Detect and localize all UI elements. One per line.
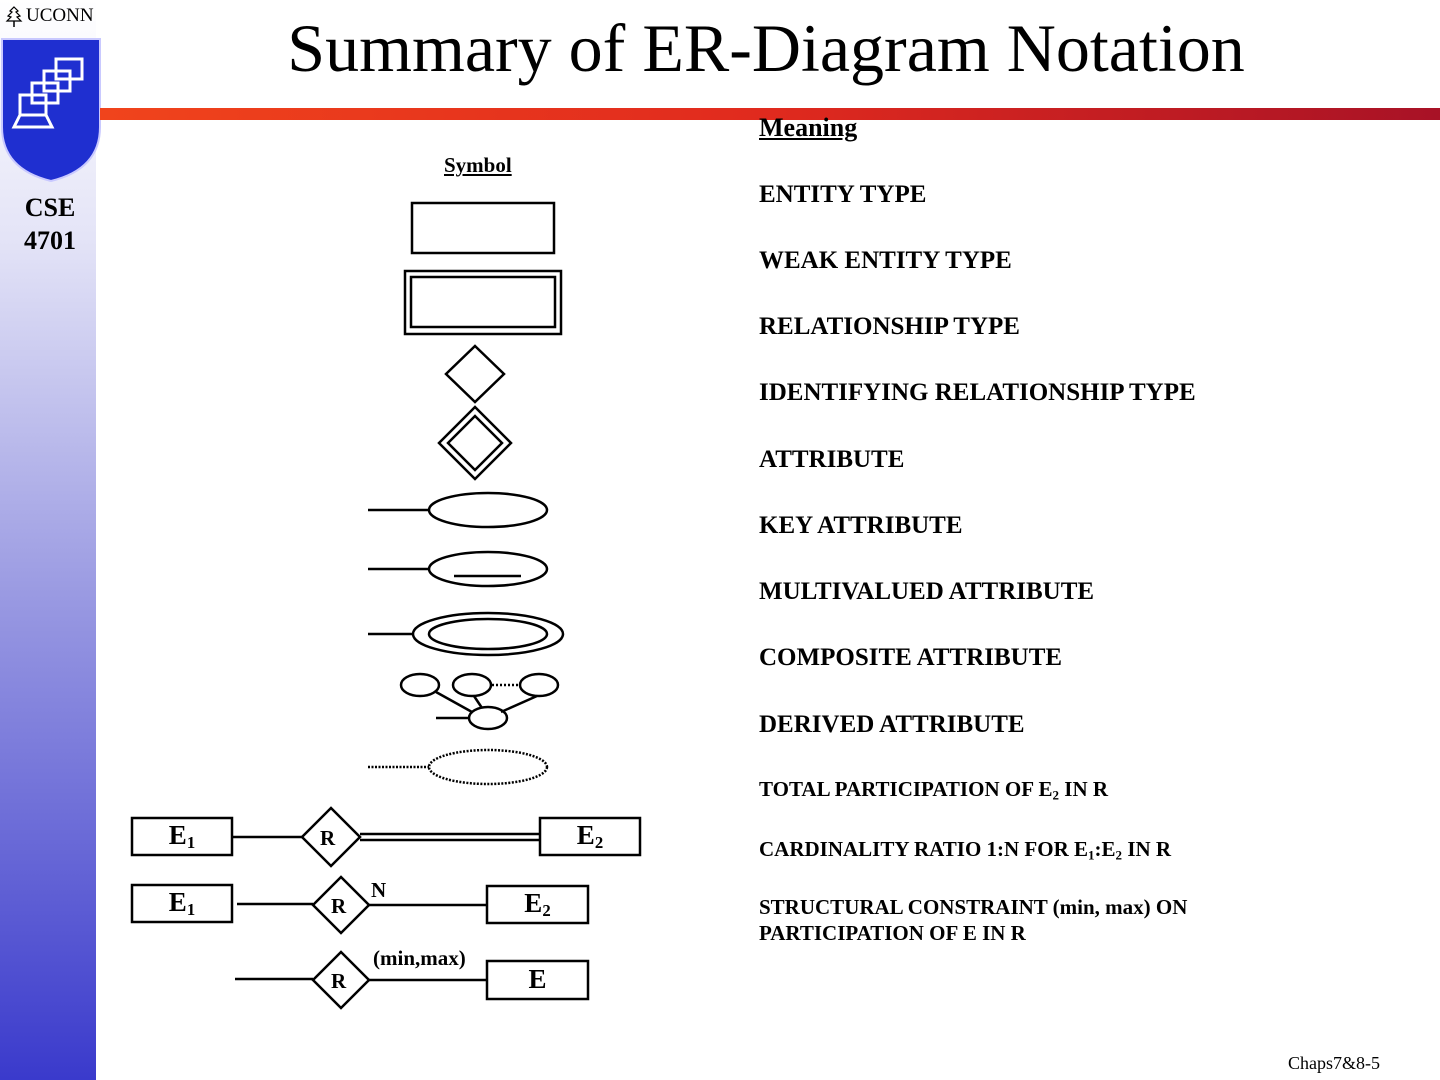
meaning-multivalued-attribute: MULTIVALUED ATTRIBUTE [759, 578, 1095, 605]
entity-symbol [410, 201, 556, 255]
r-label-cardinality: R [331, 894, 347, 918]
n-label: N [371, 878, 387, 902]
cardinality-ratio-symbol [130, 875, 590, 935]
structural-constraint-symbol [235, 950, 590, 1010]
meaning-relationship-type: RELATIONSHIP TYPE [759, 313, 1020, 340]
title-divider [100, 108, 1440, 120]
meaning-cardinality-ratio: CARDINALITY RATIO 1:N FOR E1:E2 IN R [759, 837, 1172, 863]
e1-label-total: E1 [168, 820, 196, 853]
meaning-total-participation: TOTAL PARTICIPATION OF E2 IN R [759, 777, 1109, 803]
meaning-composite-attribute: COMPOSITE ATTRIBUTE [759, 644, 1063, 671]
course-label-line2: 4701 [24, 226, 76, 255]
meaning-structural-constraint-line1: STRUCTURAL CONSTRAINT (min, max) ON [759, 895, 1188, 919]
e1-label-cardinality: E1 [168, 887, 196, 920]
weak-entity-symbol [403, 269, 563, 336]
meaning-entity-type: ENTITY TYPE [759, 181, 927, 208]
minmax-label: (min,max) [373, 946, 466, 970]
uconn-wordmark: UCONN [26, 5, 94, 26]
meaning-identifying-relationship-type: IDENTIFYING RELATIONSHIP TYPE [759, 379, 1196, 406]
course-label: CSE 4701 [0, 191, 100, 257]
identifying-relationship-symbol [437, 405, 513, 481]
meaning-derived-attribute: DERIVED ATTRIBUTE [759, 711, 1025, 738]
uconn-seal-icon [5, 6, 23, 27]
meaning-structural-constraint-line2: PARTICIPATION OF E IN R [759, 921, 1026, 945]
meaning-key-attribute: KEY ATTRIBUTE [759, 512, 963, 539]
course-label-line1: CSE [24, 193, 76, 222]
meaning-weak-entity-type: WEAK ENTITY TYPE [759, 247, 1012, 274]
r-label-structural: R [331, 969, 347, 993]
meaning-structural-constraint: STRUCTURAL CONSTRAINT (min, max) ON PART… [759, 894, 1187, 946]
attribute-symbol [368, 491, 549, 529]
r-label-total: R [320, 826, 336, 850]
slide-title: Summary of ER-Diagram Notation [287, 10, 1245, 86]
composite-attribute-symbol [399, 672, 560, 731]
symbol-column-header: Symbol [444, 153, 512, 177]
e2-label-cardinality: E2 [524, 888, 551, 921]
slide-footer: Chaps7&8-5 [1288, 1053, 1380, 1073]
e-label-structural: E [528, 964, 547, 994]
derived-attribute-symbol [368, 748, 549, 786]
meaning-column-header: Meaning [759, 113, 858, 142]
total-participation-symbol [130, 806, 642, 868]
key-attribute-symbol [368, 550, 549, 588]
relationship-symbol [444, 344, 506, 404]
cse-department-logo [0, 38, 101, 183]
multivalued-attribute-symbol [368, 611, 565, 657]
meaning-attribute: ATTRIBUTE [759, 446, 905, 473]
e2-label-total: E2 [576, 820, 604, 853]
